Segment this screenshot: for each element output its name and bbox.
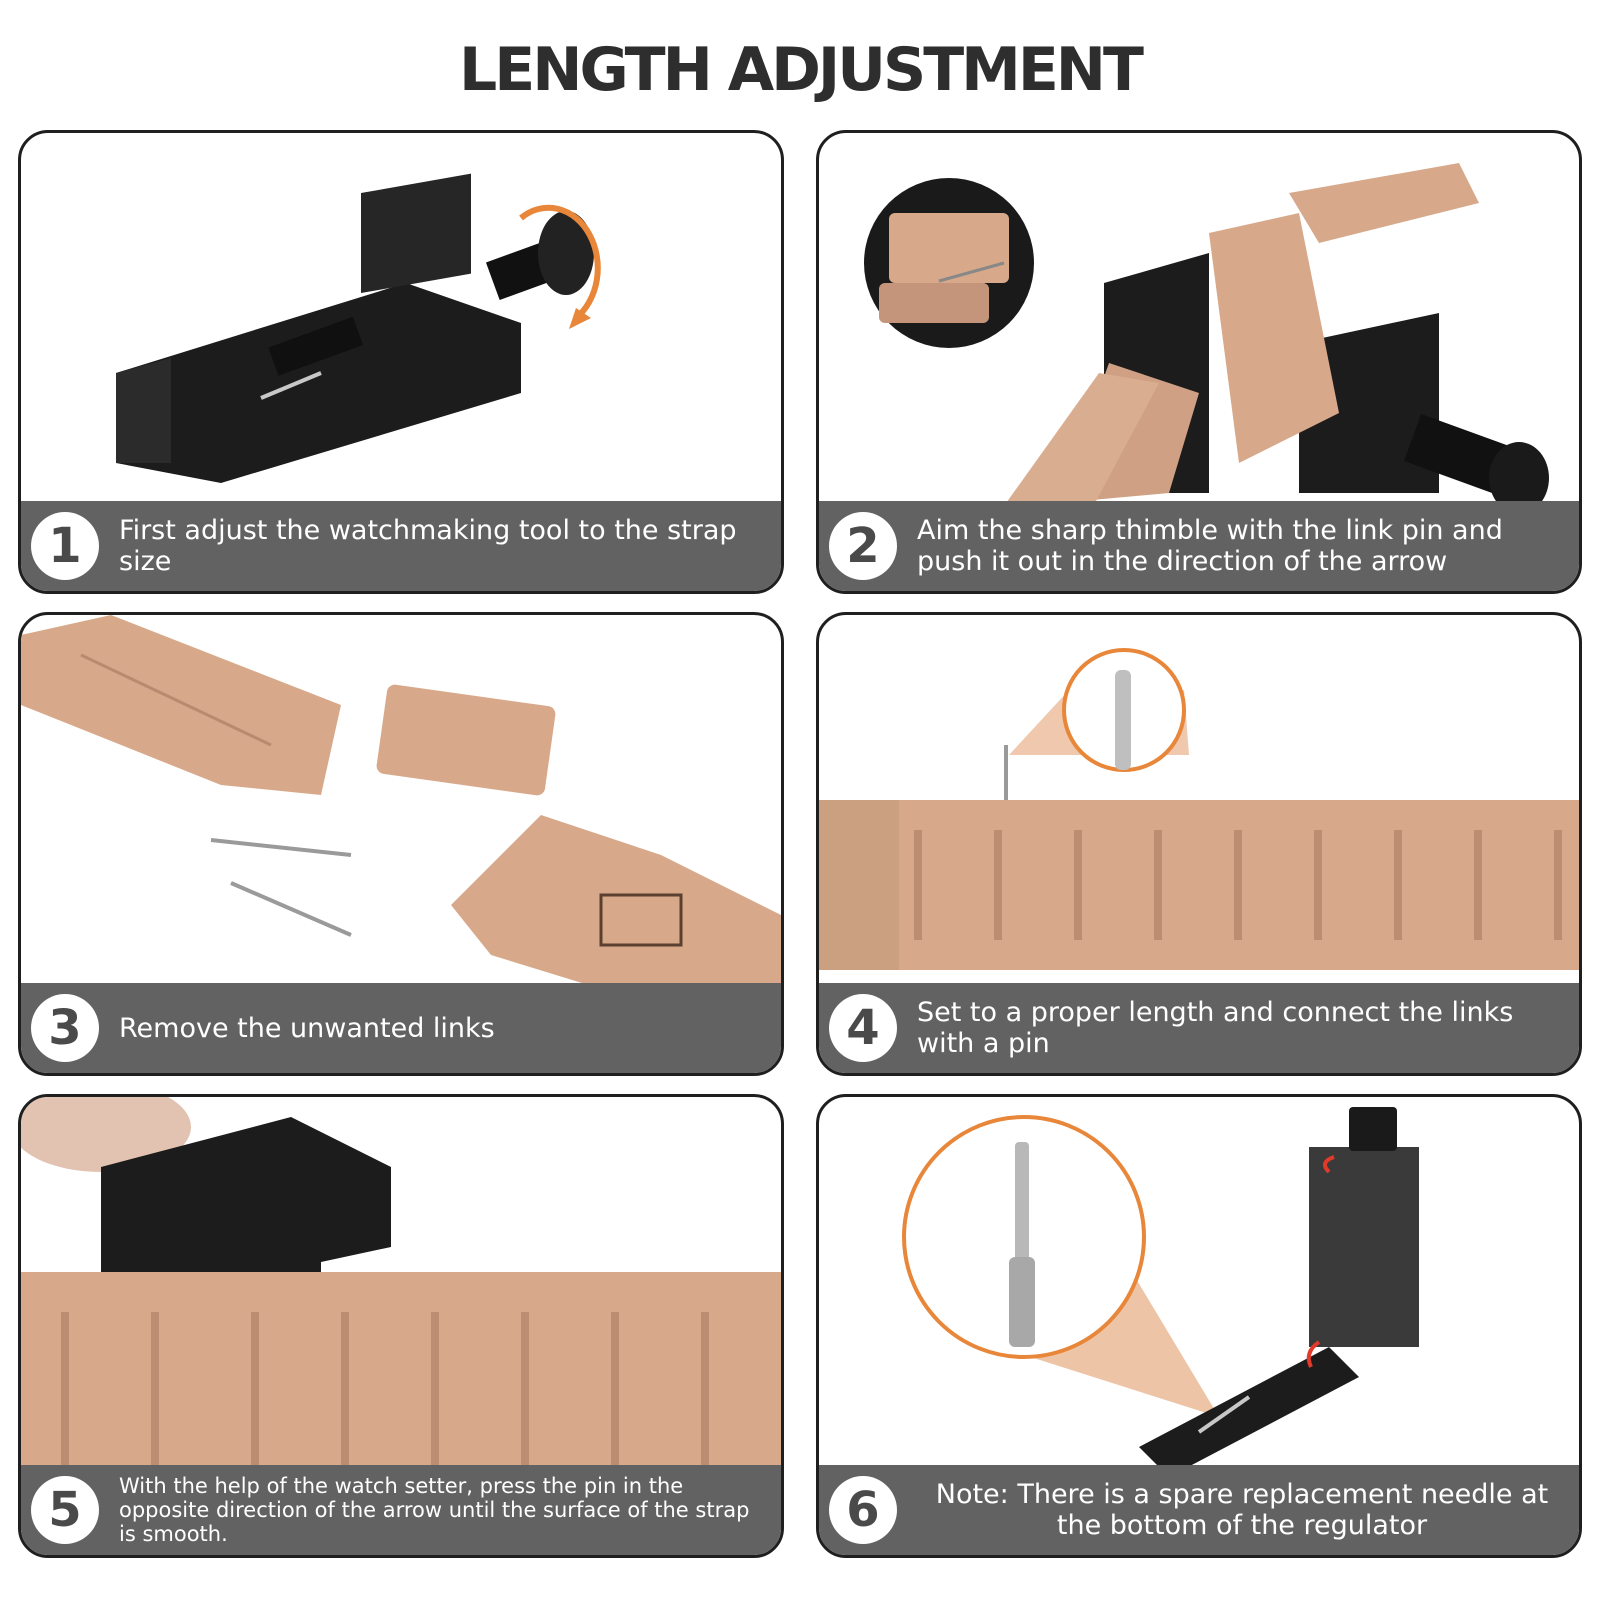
step-description: Note: There is a spare replacement needl… <box>935 1479 1549 1541</box>
page-title: LENGTH ADJUSTMENT <box>459 35 1144 105</box>
step-number-badge: 1 <box>31 512 99 580</box>
step-number-badge: 4 <box>829 994 897 1062</box>
step-panel-2: 2 Aim the sharp thimble with the link pi… <box>816 130 1582 594</box>
step-panel-5: 5 With the help of the watch setter, pre… <box>18 1094 784 1558</box>
step-caption-6: 6 Note: There is a spare replacement nee… <box>819 1465 1579 1555</box>
step-caption-5: 5 With the help of the watch setter, pre… <box>21 1465 781 1555</box>
step-description: With the help of the watch setter, press… <box>119 1474 750 1546</box>
step-caption-4: 4 Set to a proper length and connect the… <box>819 983 1579 1073</box>
step-description: First adjust the watchmaking tool to the… <box>119 515 737 577</box>
remove-links-illustration <box>21 615 781 995</box>
step-caption-1: 1 First adjust the watchmaking tool to t… <box>21 501 781 591</box>
step-panel-3: 3 Remove the unwanted links <box>18 612 784 1076</box>
pin-push-illustration <box>864 163 1549 533</box>
step-panel-6: 6 Note: There is a spare replacement nee… <box>816 1094 1582 1558</box>
step-number-badge: 5 <box>31 1476 99 1544</box>
step-panel-1: 1 First adjust the watchmaking tool to t… <box>18 130 784 594</box>
step-caption-3: 3 Remove the unwanted links <box>21 983 781 1073</box>
step-caption-2: 2 Aim the sharp thimble with the link pi… <box>819 501 1579 591</box>
step-description: Aim the sharp thimble with the link pin … <box>917 515 1503 577</box>
step-number-badge: 3 <box>31 994 99 1062</box>
watch-tool-illustration <box>116 173 601 483</box>
step-description: Remove the unwanted links <box>119 1012 495 1044</box>
step-number-badge: 2 <box>829 512 897 580</box>
step-description: Set to a proper length and connect the l… <box>917 997 1514 1059</box>
step-panel-4: 4 Set to a proper length and connect the… <box>816 612 1582 1076</box>
step-number-badge: 6 <box>829 1476 897 1544</box>
connect-links-illustration <box>819 648 1579 970</box>
spare-needle-illustration <box>902 1107 1419 1477</box>
